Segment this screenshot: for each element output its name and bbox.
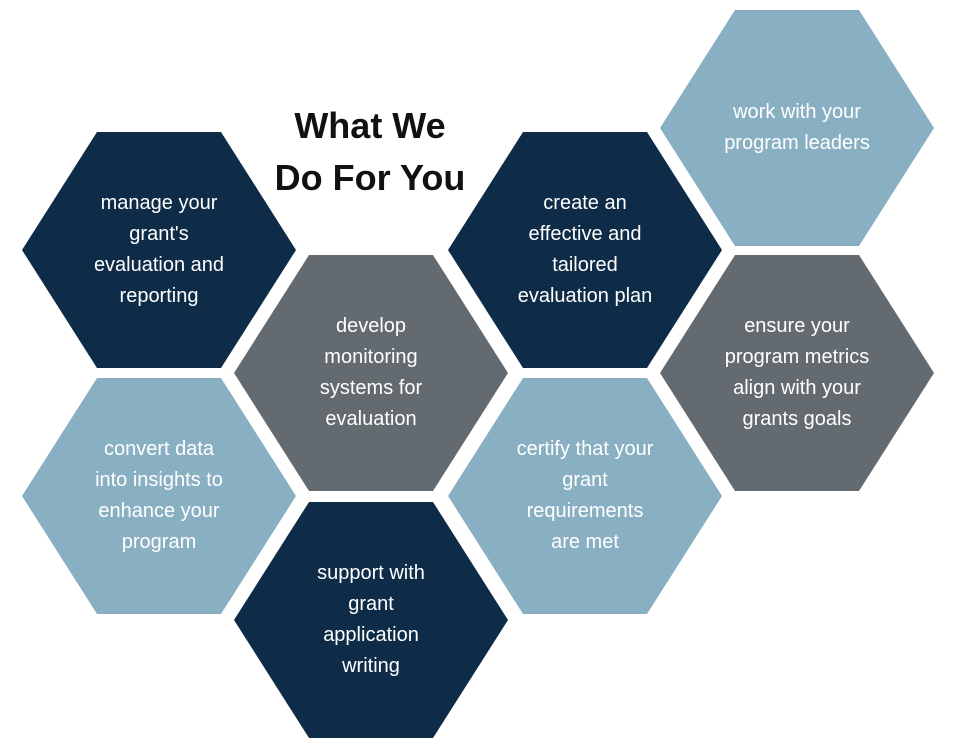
hexagon-develop-line: develop	[335, 315, 407, 337]
hexagon-convert-line: program	[121, 531, 197, 553]
hexagon-support-line: writing	[342, 655, 400, 677]
hexagon-manage-line: manage your	[100, 192, 218, 214]
hexagon-convert-line: into insights to	[95, 469, 223, 491]
hexagon-develop-line: monitoring	[324, 346, 418, 368]
hexagon-work-line: work with your	[733, 101, 861, 123]
hexagon-work-line: program leaders	[724, 132, 870, 154]
hexagon-manage-line: evaluation and	[93, 254, 225, 276]
hexagon-ensure-line: grants goals	[742, 408, 852, 430]
hexagon-label-certify: certify that your grant requirements are me…	[475, 406, 695, 586]
hexagon-certify	[448, 378, 722, 614]
hexagon-manage-line: grant's	[129, 223, 189, 245]
title-line-1: What We	[294, 105, 446, 146]
hexagon-ensure-line: program metrics	[724, 346, 870, 368]
hexagon-certify-line: are met	[551, 531, 619, 553]
hexagon-certify-line: certify that your	[516, 438, 654, 460]
hexagon-work	[660, 10, 934, 246]
hexagon-ensure-line: ensure your	[744, 315, 850, 337]
hexagon-label-convert: convert data into insights to enhance your…	[49, 406, 269, 586]
hexagon-create-line: evaluation plan	[517, 285, 653, 307]
hexagon-support-line: application	[323, 624, 419, 646]
hexagon-support	[234, 502, 508, 738]
hexagon-label-develop: develop monitoring systems for evaluation	[261, 283, 481, 463]
hexagon-develop-line: evaluation	[325, 408, 417, 430]
hexagon-support-line: support with	[317, 562, 425, 584]
hexagon-label-work: work with your program leaders	[687, 38, 907, 218]
hexagon-create-line: tailored	[552, 254, 618, 276]
hexagon-manage-line: reporting	[119, 285, 199, 307]
hexagon-label-ensure: ensure your program metrics align with you…	[687, 283, 907, 463]
hexagon-ensure	[660, 255, 934, 491]
hexagon-label-support: support with grant application writing	[261, 530, 481, 710]
title-line-2: Do For You	[274, 157, 466, 198]
hexagon-convert-line: convert data	[103, 438, 215, 460]
hexagon-convert-line: enhance your	[98, 500, 220, 522]
hexagon-convert	[22, 378, 296, 614]
hexagon-manage	[22, 132, 296, 368]
hexagon-create-line: effective and	[528, 223, 642, 245]
hexagon-label-create: create an effective and tailored evaluation…	[475, 160, 695, 340]
hexagon-certify-line: grant	[562, 469, 608, 491]
hexagon-create-line: create an	[543, 192, 627, 214]
hexagon-develop	[234, 255, 508, 491]
hexagon-support-line: grant	[348, 593, 394, 615]
hexagon-certify-line: requirements	[526, 500, 644, 522]
hexagon-develop-line: systems for	[319, 377, 423, 399]
hexagon-ensure-line: align with your	[733, 377, 861, 399]
diagram-title: What We Do For You	[240, 100, 500, 204]
hexagon-label-manage: manage your grant's evaluation and reportin…	[49, 160, 269, 340]
hexagon-create	[448, 132, 722, 368]
